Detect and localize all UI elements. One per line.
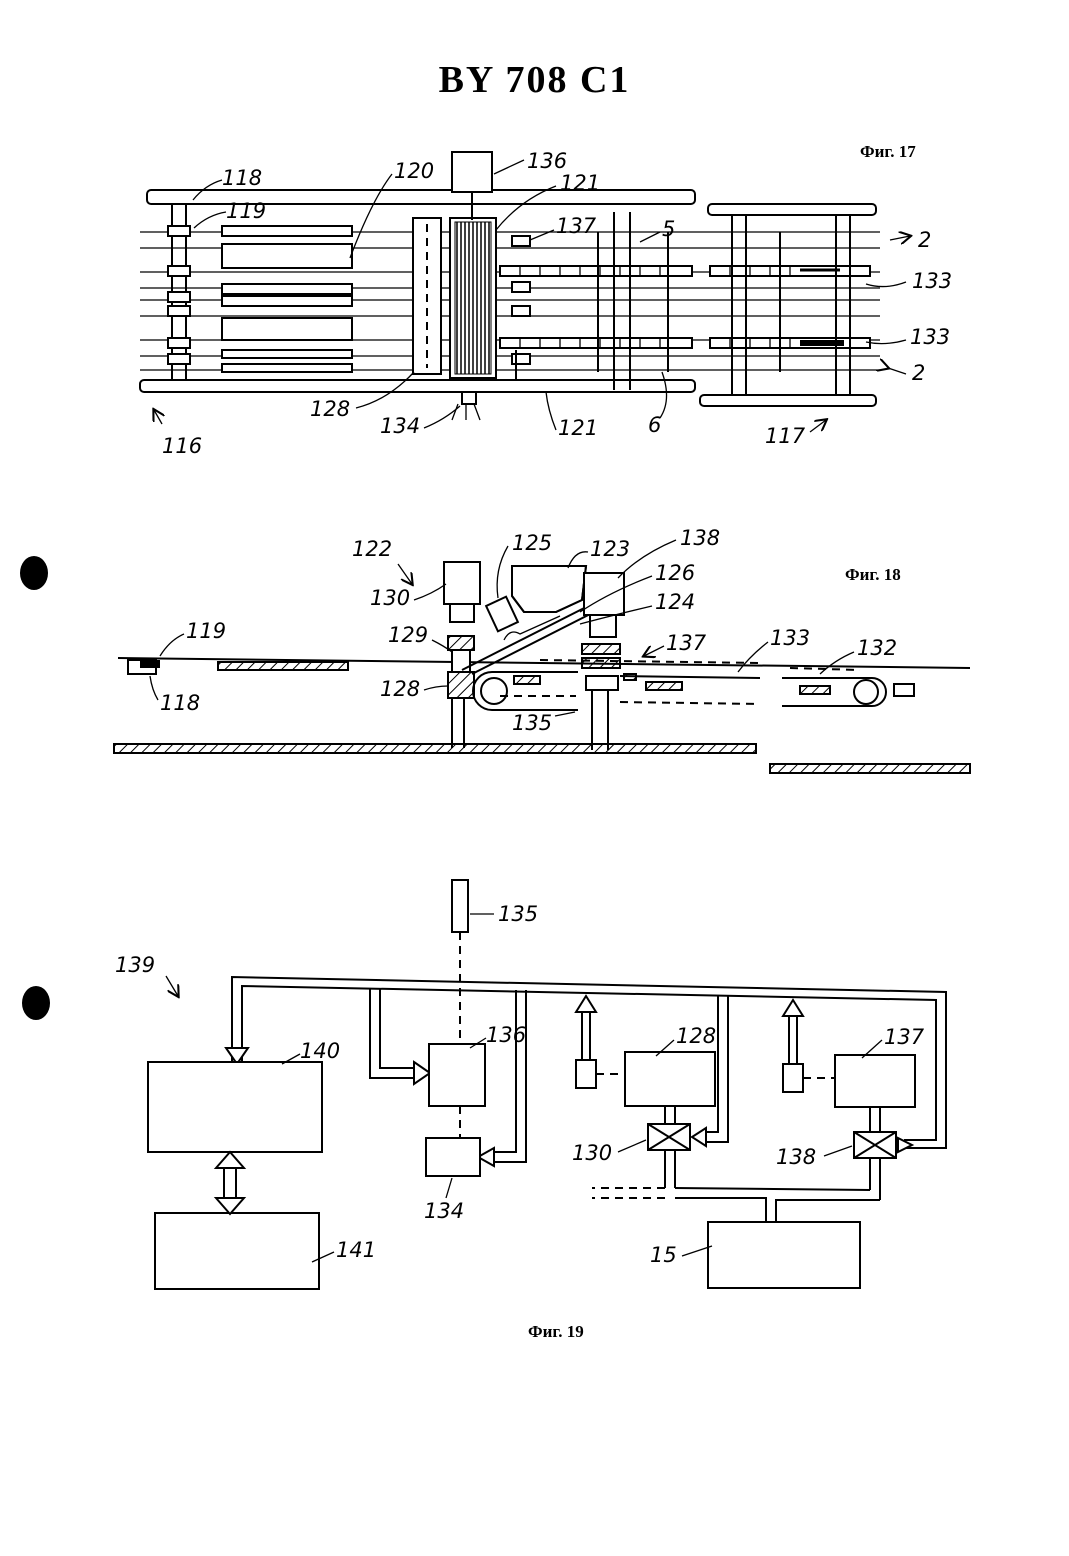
fig17-label-5: 5	[662, 217, 675, 241]
fig17-label-137-top: 137	[556, 214, 597, 238]
fig18-label-138: 138	[680, 526, 720, 550]
fig19-box-15	[708, 1222, 860, 1288]
fig17-connector-134	[462, 392, 476, 404]
fig19-label-15: 15	[650, 1243, 677, 1267]
fig19-label-138: 138	[776, 1145, 816, 1169]
fig18-labels: 122 125 123 138 130 126 124 119 129 137 …	[150, 526, 897, 735]
fig18-floor-left	[114, 744, 756, 753]
fig19-box-136	[429, 1044, 485, 1106]
fig18-label-126: 126	[655, 561, 695, 585]
fig18-unit-138	[584, 573, 624, 615]
fig17-bottom-rail-right	[700, 395, 876, 406]
fig18-part-125	[486, 597, 518, 632]
fig17-label-136: 136	[527, 149, 567, 173]
punch-hole-top	[20, 556, 48, 590]
fig17-label-120: 120	[394, 159, 434, 183]
fig17-label-119: 119	[226, 199, 266, 223]
fig18-label-137: 137	[666, 631, 707, 655]
fig19-label-139: 139	[115, 953, 155, 977]
fig17-bottom-rail-left	[140, 380, 695, 392]
fig17-conveyors-133	[500, 266, 870, 348]
fig17-label-116: 116	[162, 434, 202, 458]
fig17-label-121-bottom: 121	[558, 416, 598, 440]
fig19-box-141	[155, 1213, 319, 1289]
fig19-box-140	[148, 1062, 322, 1152]
fig17-label-2-bottom: 2	[912, 361, 925, 385]
fig17-label-121-top: 121	[560, 171, 600, 195]
fig17-label-133-bottom: 133	[910, 325, 950, 349]
fig18-label-124: 124	[655, 590, 695, 614]
fig17-label-2-top: 2	[918, 228, 931, 252]
fig18-label-123: 123	[590, 537, 630, 561]
fig17-left-column	[168, 204, 190, 380]
fig19-label-137: 137	[884, 1025, 925, 1049]
fig17-box-136	[452, 152, 492, 192]
fig19-label-128: 128	[676, 1024, 716, 1048]
fig17-drawing	[140, 152, 880, 420]
fig18-label-135: 135	[512, 711, 552, 735]
fig18-label-128: 128	[380, 677, 420, 701]
fig19-label-135: 135	[498, 902, 538, 926]
fig17-label-118: 118	[222, 166, 262, 190]
fig19-box-128	[625, 1052, 715, 1106]
fig18-hopper-123	[512, 566, 586, 612]
punch-hole-bottom	[22, 986, 50, 1020]
fig17-label-134: 134	[380, 414, 420, 438]
fig19-box-134	[426, 1138, 480, 1176]
fig18-element-128	[448, 672, 474, 698]
fig17-cross-bars	[598, 212, 850, 394]
fig19-drawing	[148, 880, 946, 1289]
fig19-small-sensor-1	[576, 1060, 596, 1088]
fig18-label-125: 125	[512, 531, 552, 555]
fig17-top-rail-right	[708, 204, 876, 215]
fig18-label-118: 118	[160, 691, 200, 715]
fig18-label-119: 119	[186, 619, 226, 643]
fig18-label-132: 132	[857, 636, 897, 660]
fig18-label-129: 129	[388, 623, 428, 647]
fig17-label-117: 117	[765, 424, 806, 448]
fig17-label-133-top: 133	[912, 269, 952, 293]
fig19-label-140: 140	[300, 1039, 340, 1063]
fig18-floor-right	[770, 764, 970, 773]
fig17-label-128: 128	[310, 397, 350, 421]
fig17-label-6: 6	[648, 413, 661, 437]
fig18-label-130: 130	[370, 586, 410, 610]
fig19-small-sensor-2	[783, 1064, 803, 1092]
fig19-label-134: 134	[424, 1199, 464, 1223]
fig17-mats	[222, 226, 352, 372]
fig19-sensor-135	[452, 880, 468, 932]
fig18-drawing	[114, 562, 970, 773]
fig18-motor-130	[444, 562, 480, 604]
fig18-label-133: 133	[770, 626, 810, 650]
fig19-label-136: 136	[486, 1023, 526, 1047]
fig19-label-141: 141	[336, 1238, 376, 1262]
fig19-box-137	[835, 1055, 915, 1107]
fig19-label-130: 130	[572, 1141, 612, 1165]
fig18-label-122: 122	[352, 537, 392, 561]
